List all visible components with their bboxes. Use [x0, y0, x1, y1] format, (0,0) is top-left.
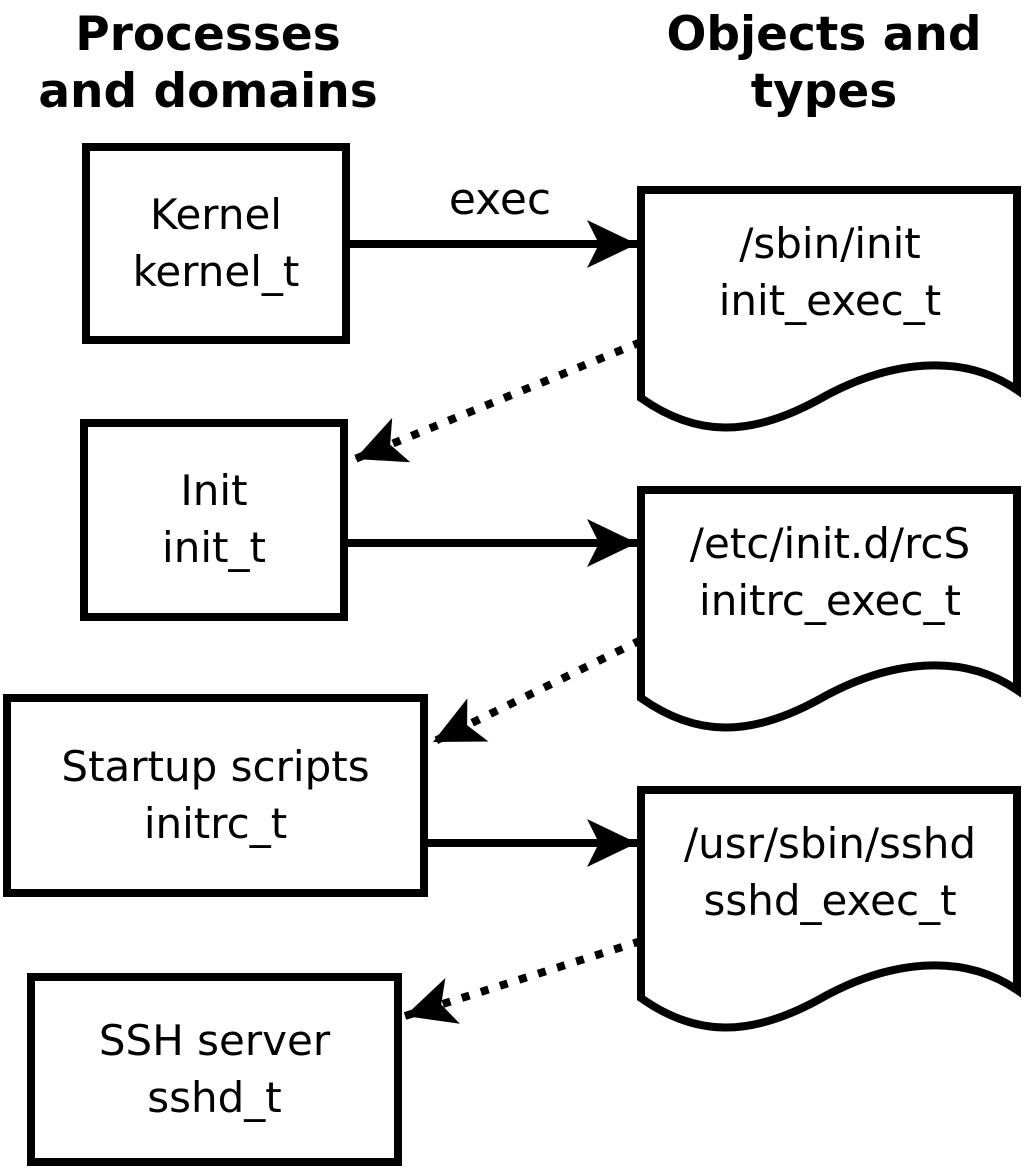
process-box-kernel: Kernel kernel_t	[82, 143, 350, 344]
process-domain-type: init_t	[162, 523, 266, 572]
process-box-init: Init init_t	[80, 419, 348, 621]
object-type: initrc_exec_t	[699, 576, 961, 625]
object-type: sshd_exec_t	[703, 876, 957, 925]
process-name: Kernel	[150, 189, 282, 239]
object-type: init_exec_t	[718, 276, 942, 325]
object-path: /usr/sbin/sshd	[683, 819, 977, 868]
object-path: /sbin/init	[739, 219, 921, 268]
transition-arrow-initrc-exec-to-initrc	[431, 636, 643, 746]
process-name: Startup scripts	[61, 741, 370, 791]
document-shape-etc-initd-rcs	[637, 486, 1021, 732]
object-path: /etc/init.d/rcS	[689, 519, 971, 568]
process-name: SSH server	[98, 1015, 331, 1065]
exec-arrow-label: exec	[448, 174, 552, 225]
object-label-sbin-init: /sbin/init init_exec_t	[650, 215, 1010, 329]
process-domain-type: initrc_t	[143, 798, 288, 848]
process-name: Init	[180, 466, 248, 516]
process-domain-type: sshd_t	[147, 1072, 282, 1122]
column-header-processes: Processes and domains	[38, 7, 378, 120]
document-shape-usr-sbin-sshd	[637, 786, 1021, 1032]
column-header-objects: Objects and types	[666, 7, 982, 120]
process-box-ssh-server: SSH server sshd_t	[27, 973, 402, 1166]
process-box-startup-scripts: Startup scripts initrc_t	[3, 694, 428, 897]
document-shape-sbin-init	[637, 186, 1021, 432]
process-domain-type: kernel_t	[132, 246, 300, 296]
object-label-etc-initd-rcs: /etc/init.d/rcS initrc_exec_t	[650, 515, 1010, 629]
object-label-usr-sbin-sshd: /usr/sbin/sshd sshd_exec_t	[650, 815, 1010, 929]
transition-arrow-init-exec-to-init	[353, 338, 643, 463]
transition-arrow-sshd-exec-to-sshd	[403, 937, 643, 1024]
